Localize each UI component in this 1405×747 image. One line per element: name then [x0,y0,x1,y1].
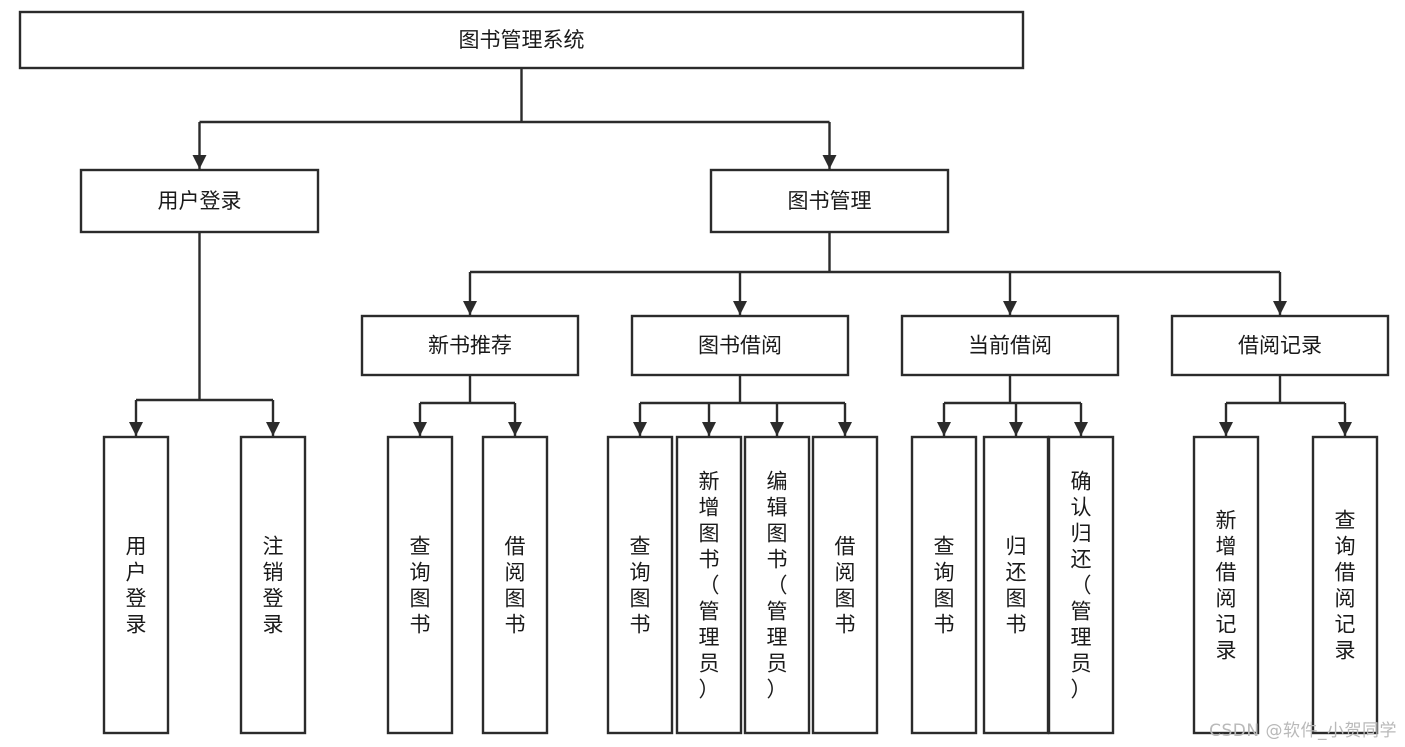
node-leaf-7[interactable]: 借阅图书 [811,435,879,735]
node-box [79,168,320,234]
arrow-head [702,422,716,436]
node-label: 当前借阅 [968,334,1052,358]
node-label: 确认归还（管理员） [1071,469,1092,701]
node-l1-1[interactable]: 图书管理 [709,168,950,234]
arrow-head [413,422,427,436]
node-box [630,314,850,377]
arrow-head [1009,422,1023,436]
node-box [606,435,674,735]
node-leaf-10[interactable]: 确认归还（管理员） [1047,435,1115,735]
node-label: 查询借阅记录 [1335,508,1356,662]
node-box [102,435,170,735]
arrow-head [633,422,647,436]
node-label: 新书推荐 [428,334,512,358]
node-box [360,314,580,377]
node-label: 新增借阅记录 [1216,508,1237,662]
node-box [386,435,454,735]
node-leaf-12[interactable]: 查询借阅记录 [1311,435,1379,735]
node-box [1192,435,1260,735]
arrow-head [1338,422,1352,436]
node-label: 用户登录 [158,189,242,213]
node-label: 借阅图书 [835,534,856,636]
node-box [743,435,811,735]
node-box [18,10,1025,70]
node-l2-3[interactable]: 借阅记录 [1170,314,1390,377]
node-label: 查询图书 [934,534,955,636]
nodes-layer: 图书管理系统用户登录图书管理新书推荐图书借阅当前借阅借阅记录用户登录注销登录查询… [18,10,1390,735]
node-label: 编辑图书（管理员） [767,469,788,701]
node-label: 借阅图书 [505,534,526,636]
node-label: 图书管理 [788,189,872,213]
node-label: 注销登录 [263,534,284,636]
node-box [982,435,1050,735]
node-l2-2[interactable]: 当前借阅 [900,314,1120,377]
node-label: 查询图书 [630,534,651,636]
node-leaf-3[interactable]: 借阅图书 [481,435,549,735]
node-label: 查询图书 [410,534,431,636]
node-label: 归还图书 [1006,534,1027,636]
node-l2-0[interactable]: 新书推荐 [360,314,580,377]
arrow-head [508,422,522,436]
arrow-head [733,301,747,315]
node-box [900,314,1120,377]
node-leaf-0[interactable]: 用户登录 [102,435,170,735]
node-leaf-2[interactable]: 查询图书 [386,435,454,735]
arrow-head [770,422,784,436]
arrow-head [129,422,143,436]
node-leaf-5[interactable]: 新增图书（管理员） [675,435,743,735]
node-box [910,435,978,735]
node-leaf-8[interactable]: 查询图书 [910,435,978,735]
arrow-head [1074,422,1088,436]
node-box [239,435,307,735]
node-box [1047,435,1115,735]
node-box [1170,314,1390,377]
node-leaf-4[interactable]: 查询图书 [606,435,674,735]
arrow-head [1219,422,1233,436]
arrow-head [937,422,951,436]
node-label: 图书借阅 [698,334,782,358]
node-l2-1[interactable]: 图书借阅 [630,314,850,377]
arrow-head [1273,301,1287,315]
node-box [811,435,879,735]
node-label: 图书管理系统 [459,28,585,52]
node-label: 用户登录 [126,534,147,636]
arrow-head [822,155,837,169]
node-leaf-1[interactable]: 注销登录 [239,435,307,735]
arrow-head [838,422,852,436]
connectors-layer [129,68,1352,436]
node-box [481,435,549,735]
node-root-0[interactable]: 图书管理系统 [18,10,1025,70]
node-l1-0[interactable]: 用户登录 [79,168,320,234]
node-label: 借阅记录 [1238,334,1322,358]
node-label: 新增图书（管理员） [699,469,720,701]
arrow-head [1003,301,1017,315]
arrow-head [463,301,477,315]
node-box [709,168,950,234]
arrow-head [266,422,280,436]
node-box [1311,435,1379,735]
arrow-head [192,155,207,169]
node-leaf-9[interactable]: 归还图书 [982,435,1050,735]
node-box [675,435,743,735]
node-leaf-11[interactable]: 新增借阅记录 [1192,435,1260,735]
node-leaf-6[interactable]: 编辑图书（管理员） [743,435,811,735]
